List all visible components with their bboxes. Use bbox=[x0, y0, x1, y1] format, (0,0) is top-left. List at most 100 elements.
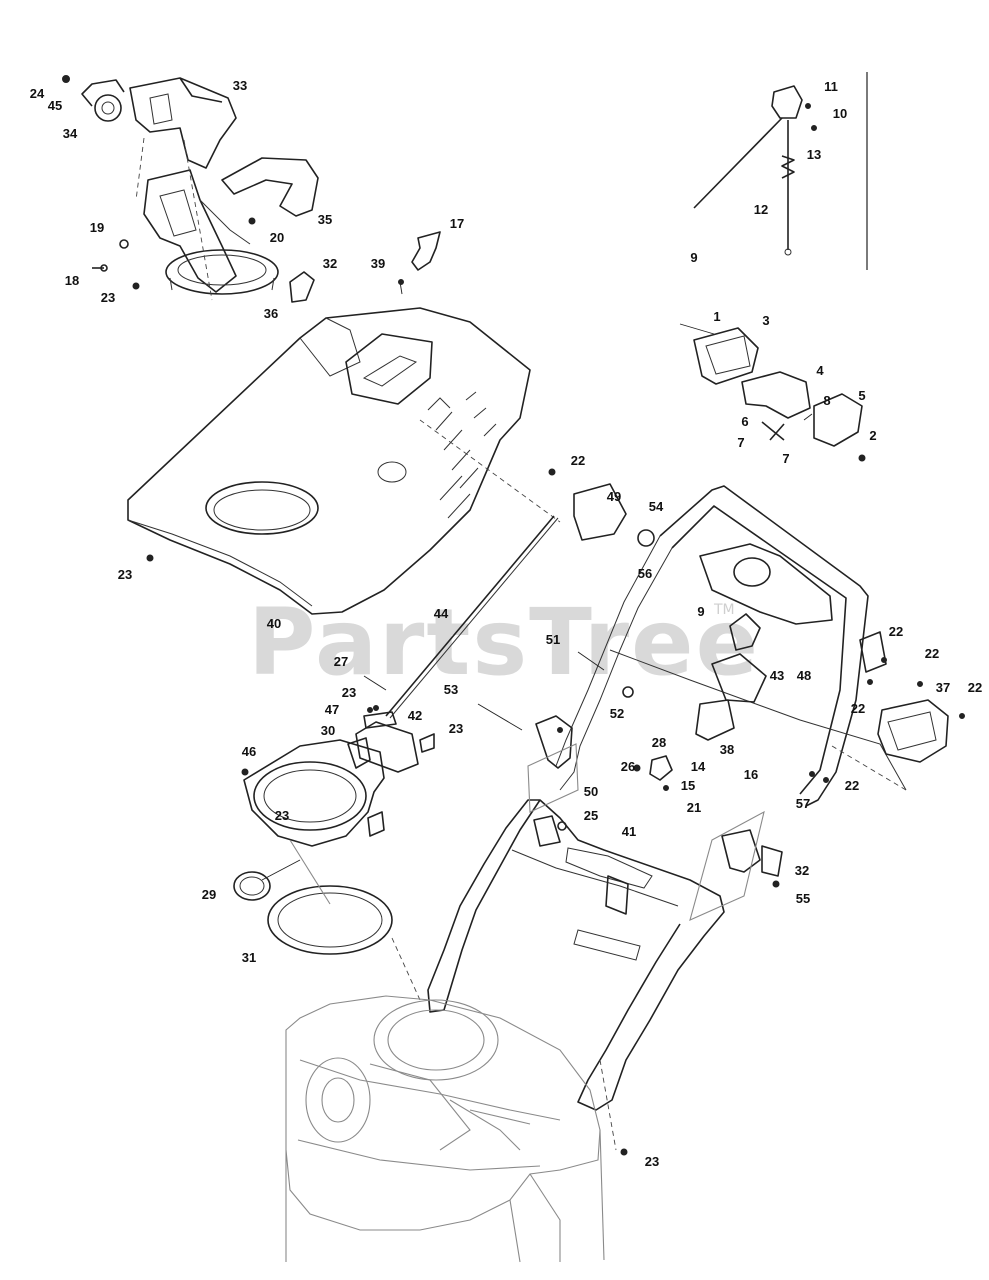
callout-c-31: 31 bbox=[242, 950, 256, 965]
callout-c-39: 39 bbox=[371, 256, 385, 271]
chute-housing bbox=[241, 705, 435, 847]
callout-c-40: 40 bbox=[267, 616, 281, 631]
callout-c-2: 2 bbox=[869, 428, 876, 443]
callout-c-53: 53 bbox=[444, 682, 458, 697]
callout-c-3: 3 bbox=[762, 313, 769, 328]
callout-c-48: 48 bbox=[797, 668, 811, 683]
shift-lever-inset bbox=[693, 85, 817, 256]
callout-c-28: 28 bbox=[652, 735, 666, 750]
chute-leader-b bbox=[183, 139, 213, 301]
chute-ring-leader bbox=[289, 839, 331, 905]
callout-c-18: 18 bbox=[65, 273, 79, 288]
callout-c-9a: 9 bbox=[690, 250, 697, 265]
callout-c-44: 44 bbox=[434, 606, 449, 621]
chute-base-ring bbox=[165, 249, 279, 295]
callout-c-29: 29 bbox=[202, 887, 216, 902]
callout-c-30: 30 bbox=[321, 723, 335, 738]
callout-c-19: 19 bbox=[90, 220, 104, 235]
callout-c-9b: 9 bbox=[697, 604, 704, 619]
chute-small-parts bbox=[92, 217, 315, 303]
callout-c-41: 41 bbox=[622, 824, 636, 839]
upper-handle bbox=[555, 485, 869, 807]
callout-c-57: 57 bbox=[796, 796, 810, 811]
chute-handle-bracket bbox=[221, 157, 319, 217]
lens-assembly bbox=[679, 323, 866, 462]
handle-console bbox=[609, 613, 907, 791]
callout-c-51: 51 bbox=[546, 632, 560, 647]
callout-c-23c: 23 bbox=[342, 685, 356, 700]
callout-c-7b: 7 bbox=[782, 451, 789, 466]
handle-dash-boxes bbox=[527, 743, 765, 921]
auger-housing-ghost bbox=[285, 995, 605, 1263]
switch-box-37 bbox=[809, 631, 965, 783]
callout-c-54: 54 bbox=[649, 499, 664, 514]
callout-c-15: 15 bbox=[681, 778, 695, 793]
callout-c-56: 56 bbox=[638, 566, 652, 581]
push-pin bbox=[411, 231, 441, 271]
callout-c-33: 33 bbox=[233, 78, 247, 93]
callout-c-42: 42 bbox=[408, 708, 422, 723]
watermark-tm: TM bbox=[713, 602, 735, 618]
callout-c-47: 47 bbox=[325, 702, 339, 717]
callout-c-6: 6 bbox=[741, 414, 748, 429]
callout-c-20: 20 bbox=[270, 230, 284, 245]
callout-c-10: 10 bbox=[833, 106, 847, 121]
callout-c-23f: 23 bbox=[645, 1154, 659, 1169]
callout-c-22b: 22 bbox=[889, 624, 903, 639]
callout-c-1: 1 bbox=[713, 309, 720, 324]
callout-c-22d: 22 bbox=[968, 680, 982, 695]
callout-c-32a: 32 bbox=[323, 256, 337, 271]
callout-c-12: 12 bbox=[754, 202, 768, 217]
callout-c-8: 8 bbox=[823, 393, 830, 408]
callout-c-38: 38 bbox=[720, 742, 734, 757]
chute-crank-knob bbox=[62, 75, 125, 122]
callout-c-36: 36 bbox=[264, 306, 278, 321]
callout-c-27: 27 bbox=[334, 654, 348, 669]
callout-c-22e: 22 bbox=[851, 701, 865, 716]
screw-39 bbox=[398, 279, 404, 295]
callout-c-21: 21 bbox=[687, 800, 701, 815]
shroud-screw bbox=[146, 554, 154, 562]
callout-c-55: 55 bbox=[796, 891, 810, 906]
callout-c-23a: 23 bbox=[101, 290, 115, 305]
callout-c-14: 14 bbox=[691, 759, 706, 774]
callout-c-23d: 23 bbox=[449, 721, 463, 736]
chute-leader-a bbox=[135, 137, 145, 201]
shroud-cover bbox=[127, 307, 531, 615]
callout-c-13: 13 bbox=[807, 147, 821, 162]
callout-c-52: 52 bbox=[610, 706, 624, 721]
chute-gear bbox=[233, 859, 301, 901]
callout-c-35: 35 bbox=[318, 212, 332, 227]
chute-ring bbox=[267, 885, 421, 1001]
callout-c-32b: 32 bbox=[795, 863, 809, 878]
callout-c-43: 43 bbox=[770, 668, 784, 683]
callout-c-5: 5 bbox=[858, 388, 865, 403]
shroud-leader bbox=[419, 419, 561, 523]
callout-c-49: 49 bbox=[607, 489, 621, 504]
lower-handle-frame bbox=[427, 686, 783, 1156]
callout-c-16: 16 bbox=[744, 767, 758, 782]
callout-c-24a: 24 bbox=[30, 86, 45, 101]
callout-c-7a: 7 bbox=[737, 435, 744, 450]
callout-c-50: 50 bbox=[584, 784, 598, 799]
callout-c-22f: 22 bbox=[845, 778, 859, 793]
callout-c-11: 11 bbox=[824, 79, 838, 94]
callout-c-34: 34 bbox=[63, 126, 78, 141]
callout-c-45: 45 bbox=[48, 98, 62, 113]
callout-c-17: 17 bbox=[450, 216, 464, 231]
chute-body bbox=[143, 169, 251, 293]
callout-c-26: 26 bbox=[621, 759, 635, 774]
callout-c-46: 46 bbox=[242, 744, 256, 759]
callout-c-4: 4 bbox=[816, 363, 824, 378]
callout-c-22c: 22 bbox=[925, 646, 939, 661]
shift-rod bbox=[363, 483, 655, 731]
callout-c-23b: 23 bbox=[118, 567, 132, 582]
callout-c-37: 37 bbox=[936, 680, 950, 695]
shroud-nut bbox=[548, 468, 556, 476]
watermark: PartsTree bbox=[248, 589, 760, 696]
callout-c-23e: 23 bbox=[275, 808, 289, 823]
chute-deflector bbox=[129, 77, 237, 169]
switch-leader bbox=[831, 745, 907, 791]
